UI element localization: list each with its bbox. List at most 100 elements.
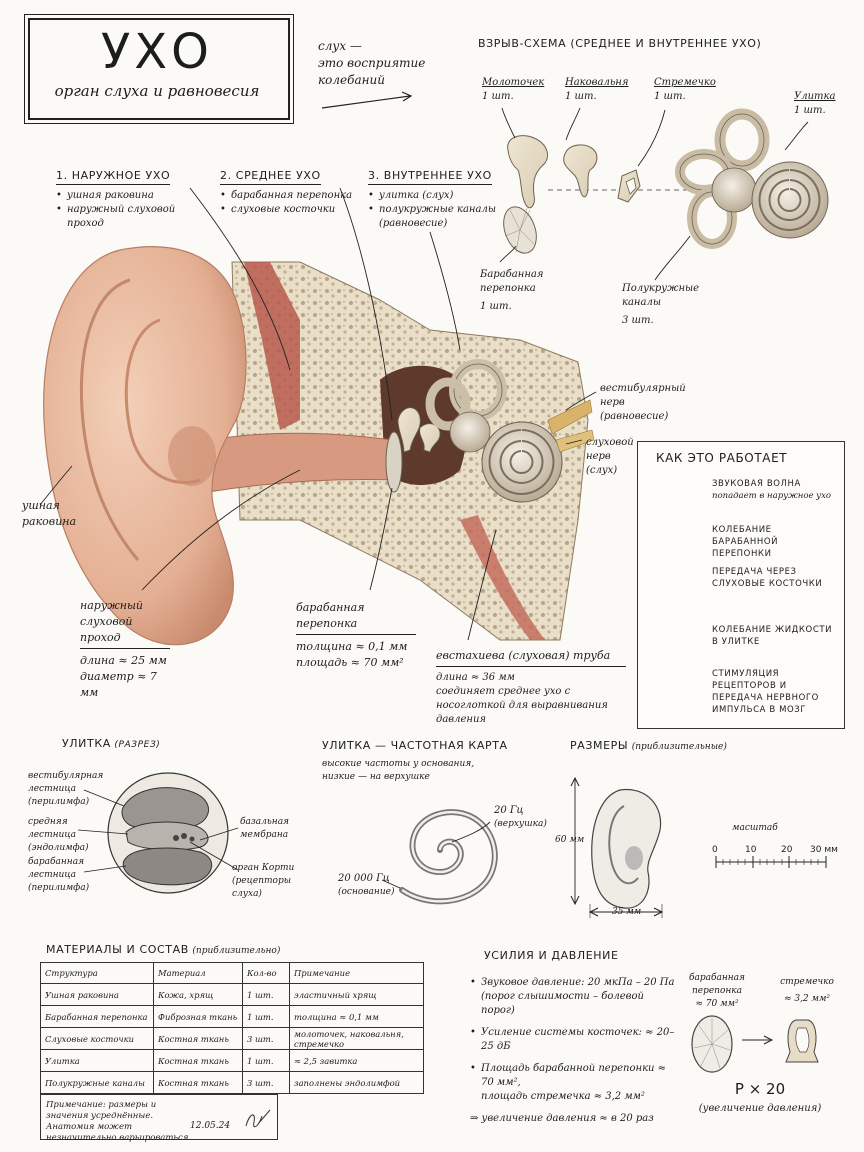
step-2: КОЛЕБАНИЕ БАРАБАННОЙ ПЕРЕПОНКИ [712,525,779,559]
scale-tick-20: 20 [781,845,793,855]
table-row: Полукружные каналы Костная ткань 3 шт. з… [40,1071,424,1094]
label-high-frequency: 20 000 Гц(основание) [338,873,395,897]
exploded-view-heading: ВЗРЫВ-СХЕМА (СРЕДНЕЕ И ВНУТРЕННЕЕ УХО) [478,37,762,50]
table-cell: 3 шт. [242,1071,290,1094]
label-scala-tympani: барабанная лестница(перилимфа) [28,857,90,893]
pressure-bullets: Звуковое давление: 20 мкПа – 20 Па(порог… [470,976,680,1126]
note-text: Примечание: размеры и значения усреднённ… [46,1100,192,1143]
step-5: СТИМУЛЯЦИЯ РЕЦЕПТОРОВ И ПЕРЕДАЧА НЕРВНОГ… [712,669,819,715]
frequency-map-heading: УЛИТКА — ЧАСТОТНАЯ КАРТА [322,739,508,752]
section-outer-ear: 1. НАРУЖНОЕ УХО ушная раковина наружный … [56,168,186,231]
definition-note: слух — это восприятие колебаний [318,39,426,87]
table-cell: Костная ткань [153,1027,243,1050]
step-1: ЗВУКОВАЯ ВОЛНА попадает в наружное ухо [712,479,832,501]
inner-ear-exploded-illustration [675,108,829,249]
step-4: КОЛЕБАНИЕ ЖИДКОСТИ В УЛИТКЕ [712,625,833,647]
scale-label: масштаб [732,823,778,833]
table-row: Улитка Костная ткань 1 шт. ≈ 2,5 завитка [40,1049,424,1072]
scale-tick-10: 10 [745,845,757,855]
table-cell: заполнены эндолимфой [289,1071,424,1094]
pressure-factor: P × 20 [734,1080,786,1098]
frequency-map-description: высокие частоты у основания, низкие — на… [322,759,475,782]
scale-bar [715,856,827,868]
ear-size-illustration [570,776,664,918]
label-eustachian-tube: евстахиева (слуховая) труба длина ≈ 36 м… [436,648,626,727]
table-cell: Барабанная перепонка [40,1005,154,1028]
table-cell: толщина ≈ 0,1 мм [289,1005,424,1028]
table-cell: молоточек, наковальня, стремечко [289,1027,424,1050]
note-box [40,1094,278,1140]
table-cell: ≈ 2,5 завитка [289,1049,424,1072]
size-width: 35 мм [612,907,642,917]
section-middle-ear: 2. СРЕДНЕЕ УХО барабанная перепонка слух… [220,168,360,217]
materials-heading: МАТЕРИАЛЫ И СОСТАВ (приблизительно) [46,943,281,956]
table-row: Барабанная перепонка Фиброзная ткань 1 ш… [40,1005,424,1028]
how-it-works-heading: КАК ЭТО РАБОТАЕТ [656,451,788,465]
column-header: Материал [153,962,243,984]
table-cell: Полукружные каналы [40,1071,154,1094]
table-cell: Слуховые косточки [40,1027,154,1050]
column-header: Примечание [289,962,424,984]
signature-icon [245,1109,271,1128]
table-cell: Улитка [40,1049,154,1072]
label-pinna: ушная раковина [22,499,77,528]
page-title: УХО [101,24,213,80]
table-cell: 1 шт. [242,1005,290,1028]
eardrum-disk-illustration [503,206,537,254]
label-cochlear-nerve: слуховой нерв (слух) [586,437,634,476]
title-frame [24,14,294,124]
column-header: Кол-во [242,962,290,984]
table-cell: Костная ткань [153,1071,243,1094]
scale-tick-0: 0 [712,845,718,855]
how-it-works-panel [637,441,845,729]
column-header: Структура [40,962,154,984]
pressure-stapes-label: стремечко≈ 3,2 мм² [780,977,834,1004]
label-basilar-membrane: базальная мембрана [240,817,290,840]
note-underline [321,95,411,109]
pressure-eardrum-label: барабанная перепонка≈ 70 мм² [688,973,746,1009]
ear-cross-section-illustration [43,246,595,646]
stapes-illustration [617,169,641,203]
label-scala-media: средняя лестница(эндолимфа) [28,817,89,853]
pressure-heading: УСИЛИЯ И ДАВЛЕНИЕ [484,949,619,962]
scale-tick-30: 30 мм [810,845,838,855]
table-cell: 1 шт. [242,983,290,1006]
page-subtitle: орган слуха и равновесия [54,82,260,100]
cochlea-cross-section-illustration [77,772,239,894]
table-row: Ушная раковина Кожа, хрящ 1 шт. эластичн… [40,983,424,1006]
pressure-factor-note: (увеличение давления) [698,1103,822,1114]
label-ear-canal: наружный слуховой проход длина ≈ 25 мм д… [80,598,170,701]
incus-illustration [563,144,598,198]
table-cell: Кожа, хрящ [153,983,243,1006]
table-cell: 1 шт. [242,1049,290,1072]
size-height: 60 мм [555,835,585,845]
table-cell: эластичный хрящ [289,983,424,1006]
cochlea-section-heading: УЛИТКА (РАЗРЕЗ) [62,737,161,750]
step-3: ПЕРЕДАЧА ЧЕРЕЗ СЛУХОВЫЕ КОСТОЧКИ [712,567,823,589]
label-eardrum: барабанная перепонка толщина ≈ 0,1 мм пл… [296,600,416,671]
label-scala-vestibuli: вестибулярная лестница(перилимфа) [28,771,104,807]
section-inner-ear: 3. ВНУТРЕННЕЕ УХО улитка (слух) полукруж… [368,168,498,231]
sizes-heading: РАЗМЕРЫ (приблизительные) [570,739,727,752]
table-header-row: Структура Материал Кол-во Примечание [40,962,424,984]
table-row: Слуховые косточки Костная ткань 3 шт. мо… [40,1027,424,1050]
table-cell: 3 шт. [242,1027,290,1050]
malleus-illustration [507,135,549,209]
label-organ-of-corti: орган Корти(рецепторы слуха) [232,863,295,899]
table-cell: Фиброзная ткань [153,1005,243,1028]
materials-table: Структура Материал Кол-во Примечание Ушн… [40,962,424,1094]
note-date: 12.05.24 [190,1121,231,1131]
label-low-frequency: 20 Гц(верхушка) [494,805,547,829]
exploded-view-illustration [499,107,829,281]
pressure-illustration [691,1015,819,1073]
table-cell: Ушная раковина [40,983,154,1006]
frequency-spiral-illustration [381,809,498,905]
label-vestibular-nerve: вестибулярный нерв (равновесие) [600,383,686,422]
